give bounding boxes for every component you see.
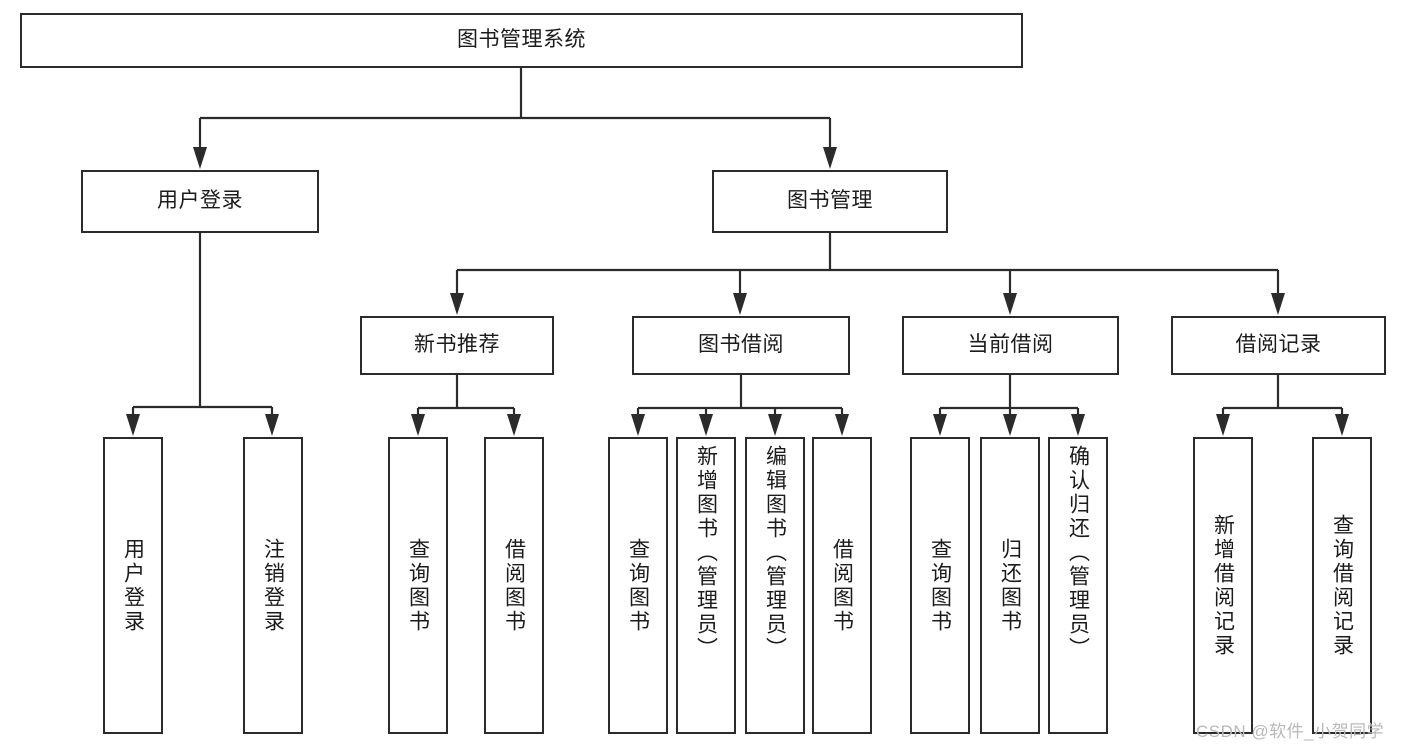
node-label-leaf-query-book-3: 查询图书 [928,537,952,634]
node-label-root: 图书管理系统 [457,28,586,52]
node-label-borrow-record: 借阅记录 [1235,333,1322,357]
node-borrow-record[interactable]: 借阅记录 [1171,316,1386,375]
node-book-borrow[interactable]: 图书借阅 [632,316,850,375]
node-label-leaf-add-book: 新增图书（管理员） [694,445,718,661]
arrow-to-leaf-return-book-head [1003,414,1017,436]
connector-bus-lines [133,68,1342,410]
arrow-to-leaf-confirm-return-head [1071,414,1085,436]
node-leaf-edit-book[interactable]: 编辑图书（管理员） [745,437,805,734]
node-label-leaf-logout: 注销登录 [261,537,285,634]
arrow-to-borrow-record-head [1271,293,1285,315]
node-leaf-borrow-book-1[interactable]: 借阅图书 [484,437,544,734]
bus-root-bus [200,68,830,120]
node-new-book-rec[interactable]: 新书推荐 [360,316,554,375]
arrow-to-leaf-borrow-book-2-head [835,414,849,436]
node-label-book-mgmt: 图书管理 [787,189,873,213]
csdn-watermark: CSDN @软件_小贺同学 [1196,722,1385,741]
arrow-to-leaf-user-login-head [126,414,140,436]
bus-book-borrow-bus [638,375,842,410]
connector-arrows [126,118,1349,436]
bus-current-borrow-bus [940,375,1078,410]
node-root[interactable]: 图书管理系统 [20,13,1023,68]
node-leaf-borrow-book-2[interactable]: 借阅图书 [812,437,872,734]
node-label-leaf-query-book-2: 查询图书 [626,537,650,634]
arrow-to-leaf-query-book-3-head [933,414,947,436]
arrow-to-new-book-rec-head [450,293,464,315]
arrow-to-leaf-query-record-head [1335,414,1349,436]
node-label-leaf-user-login: 用户登录 [121,537,145,634]
node-leaf-return-book[interactable]: 归还图书 [980,437,1040,734]
node-label-leaf-borrow-book-2: 借阅图书 [830,537,854,634]
arrow-to-leaf-query-book-2-head [631,414,645,436]
node-label-book-borrow: 图书借阅 [698,333,784,357]
node-label-leaf-query-record: 查询借阅记录 [1330,513,1354,658]
node-label-leaf-edit-book: 编辑图书（管理员） [763,445,787,661]
arrow-to-leaf-add-record-head [1216,414,1230,436]
arrow-to-current-borrow-head [1003,293,1017,315]
node-leaf-query-book-1[interactable]: 查询图书 [388,437,448,734]
arrow-to-book-borrow-head [733,293,747,315]
node-leaf-confirm-return[interactable]: 确认归还（管理员） [1048,437,1108,734]
node-label-user-login: 用户登录 [157,189,243,213]
arrow-to-user-login-head [193,147,207,169]
bus-user-login-bus [133,233,272,409]
bus-borrow-record-bus [1223,375,1342,410]
node-label-leaf-return-book: 归还图书 [998,537,1022,634]
node-leaf-query-record[interactable]: 查询借阅记录 [1312,437,1372,734]
node-leaf-add-book[interactable]: 新增图书（管理员） [676,437,736,734]
node-label-leaf-borrow-book-1: 借阅图书 [502,537,526,634]
arrow-to-leaf-add-book-head [699,414,713,436]
arrow-to-leaf-borrow-book-1-head [507,414,521,436]
node-leaf-query-book-2[interactable]: 查询图书 [608,437,668,734]
arrow-to-book-mgmt-head [823,147,837,169]
node-leaf-logout[interactable]: 注销登录 [243,437,303,734]
arrow-to-leaf-edit-book-head [768,414,782,436]
node-leaf-user-login[interactable]: 用户登录 [103,437,163,734]
node-leaf-query-book-3[interactable]: 查询图书 [910,437,970,734]
node-book-mgmt[interactable]: 图书管理 [712,170,948,233]
node-leaf-add-record[interactable]: 新增借阅记录 [1193,437,1253,734]
arrow-to-leaf-query-book-1-head [411,414,425,436]
node-label-leaf-add-record: 新增借阅记录 [1211,513,1235,658]
node-label-current-borrow: 当前借阅 [967,333,1054,357]
node-user-login[interactable]: 用户登录 [81,170,319,233]
node-current-borrow[interactable]: 当前借阅 [902,316,1119,375]
node-label-leaf-query-book-1: 查询图书 [406,537,430,634]
bus-book-mgmt-bus [457,233,1278,272]
node-label-new-book-rec: 新书推荐 [414,333,500,357]
node-label-leaf-confirm-return: 确认归还（管理员） [1066,445,1090,661]
arrow-to-leaf-logout-head [265,414,279,436]
bus-new-book-bus [418,375,514,410]
